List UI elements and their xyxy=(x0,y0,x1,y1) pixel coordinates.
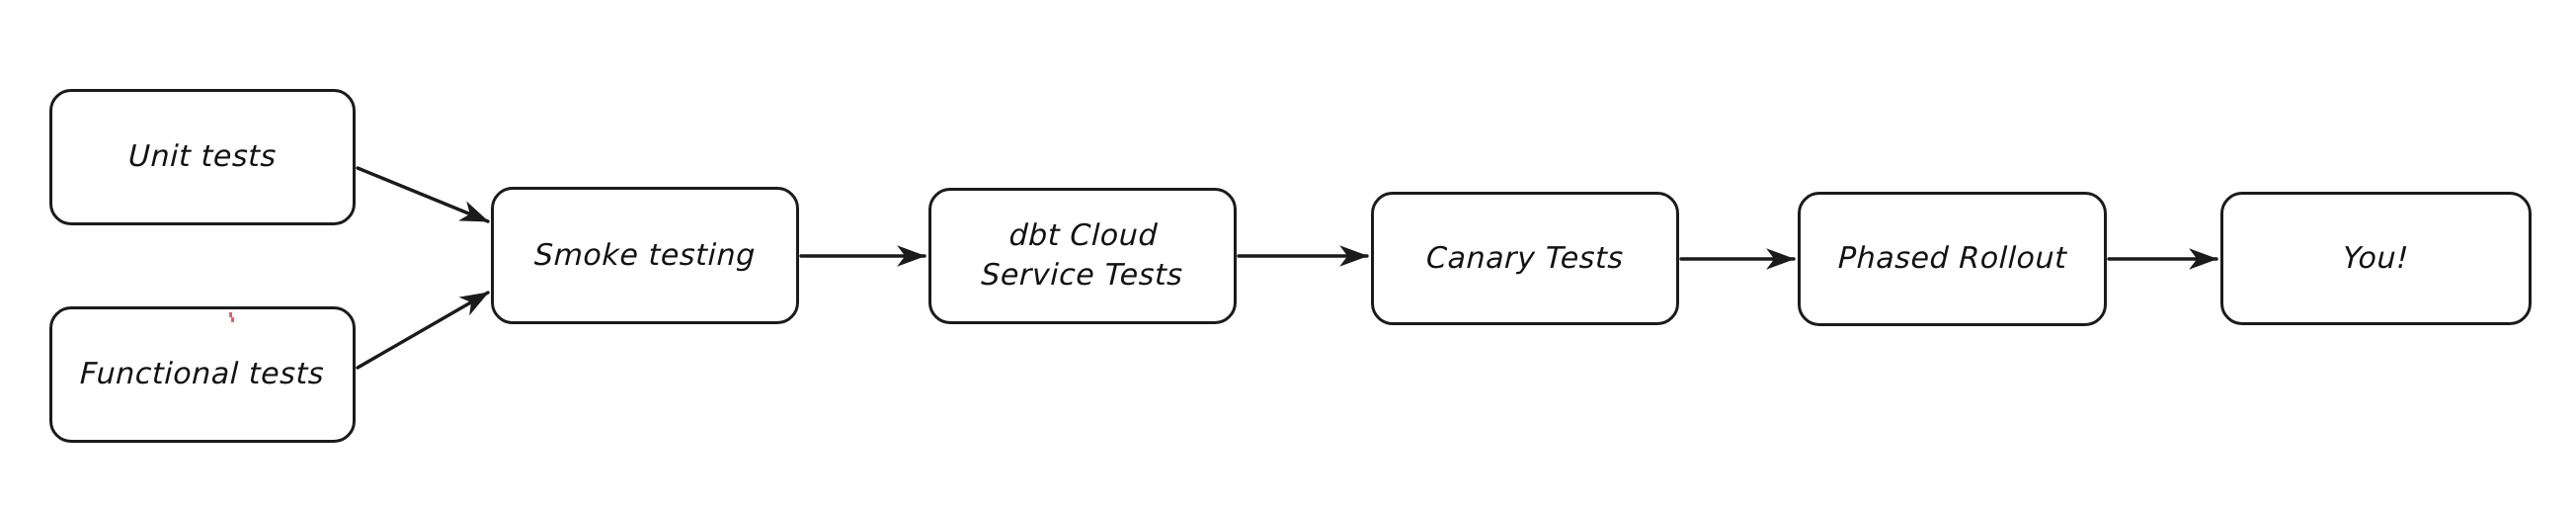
node-label-you: You! xyxy=(2342,240,2410,276)
node-dbt-cloud-service-tests[interactable]: dbt Cloud Service Tests xyxy=(928,188,1237,324)
edge-unit-to-smoke xyxy=(356,166,490,223)
node-functional-tests[interactable]: Functional tests xyxy=(49,306,356,443)
node-label-dbt-cloud-service-tests: dbt Cloud Service Tests xyxy=(980,218,1184,293)
node-you[interactable]: You! xyxy=(2220,192,2532,325)
node-smoke-testing[interactable]: Smoke testing xyxy=(491,187,799,324)
node-label-canary-tests: Canary Tests xyxy=(1425,240,1625,276)
node-label-phased-rollout: Phased Rollout xyxy=(1837,241,2067,277)
red-speck-2 xyxy=(231,317,234,322)
red-speck-1 xyxy=(229,312,232,317)
node-label-functional-tests: Functional tests xyxy=(79,357,326,392)
node-label-unit-tests: Unit tests xyxy=(127,139,278,175)
node-canary-tests[interactable]: Canary Tests xyxy=(1371,192,1679,325)
node-phased-rollout[interactable]: Phased Rollout xyxy=(1798,192,2107,326)
edge-functional-to-smoke xyxy=(356,291,490,370)
node-unit-tests[interactable]: Unit tests xyxy=(49,89,356,225)
node-label-smoke-testing: Smoke testing xyxy=(533,237,757,273)
